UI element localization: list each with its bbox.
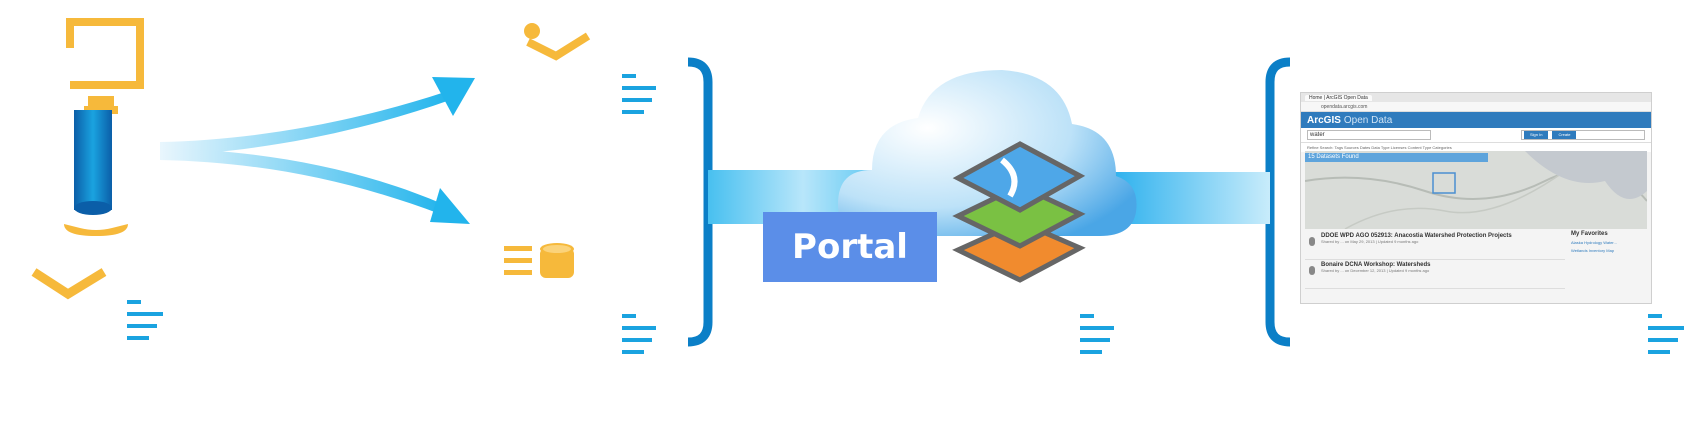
favorites-title: My Favorites (1571, 231, 1608, 237)
address-bar: opendata.arcgis.com (1301, 102, 1651, 112)
lines-icon-3 (622, 314, 656, 362)
favorites-panel: My Favorites Alaska Hydrology Water... W… (1571, 231, 1647, 253)
list-item: DDOE WPD AGO 052913: Anacostia Watershed… (1305, 231, 1565, 260)
lines-icon-4 (1080, 314, 1114, 362)
brand-main: ArcGIS (1307, 114, 1341, 126)
open-data-screenshot: Home | ArcGIS Open Data opendata.arcgis.… (1300, 92, 1652, 304)
result-title: DDOE WPD AGO 052913: Anacostia Watershed… (1321, 233, 1512, 239)
layers-map-icon (952, 141, 1086, 283)
datasets-found-banner: 15 Datasets Found (1305, 153, 1488, 162)
search-bar: water Sign In Create (1301, 128, 1651, 143)
lines-icon-2 (622, 74, 656, 122)
right-bracket (1265, 57, 1291, 347)
lines-icon-1 (127, 300, 163, 348)
cloud-icon (838, 70, 1137, 236)
list-item: Bonaire DCNA Workshop: Watersheds Shared… (1305, 260, 1565, 289)
results-list: DDOE WPD AGO 052913: Anacostia Watershed… (1305, 231, 1565, 289)
map-graphic (1304, 151, 1648, 230)
lines-icon-5 (1648, 314, 1684, 362)
browser-tab: Home | ArcGIS Open Data (1305, 94, 1372, 101)
portal-label: Portal (763, 212, 937, 282)
result-title: Bonaire DCNA Workshop: Watersheds (1321, 262, 1431, 268)
favorite-item: Wetlands Inventory Map (1571, 248, 1615, 253)
result-meta: Shared by ... on December 12, 2013 | Upd… (1321, 268, 1430, 273)
sign-in-button: Sign In (1524, 131, 1549, 139)
filter-row: Refine Search: Tags Sources Dates Data T… (1301, 143, 1651, 152)
pipe-right (1115, 172, 1270, 224)
create-button: Create (1552, 131, 1577, 139)
favorite-item: Alaska Hydrology Water... (1571, 240, 1617, 245)
search-input: water (1307, 130, 1431, 140)
database-icon (1309, 266, 1315, 275)
list-database-icon (504, 243, 574, 278)
brand-sub: Open Data (1343, 114, 1393, 126)
map-view: 15 Datasets Found (1304, 151, 1648, 230)
split-arrows (160, 77, 475, 224)
computer-icon (31, 18, 144, 300)
database-icon (1309, 237, 1315, 246)
left-bracket (687, 57, 713, 347)
person-check-icon (524, 23, 591, 61)
browser-tabbar: Home | ArcGIS Open Data (1301, 93, 1651, 102)
site-header: ArcGIS Open Data (1301, 112, 1651, 128)
result-meta: Shared by ... on May 29, 2013 | Updated … (1321, 239, 1419, 244)
